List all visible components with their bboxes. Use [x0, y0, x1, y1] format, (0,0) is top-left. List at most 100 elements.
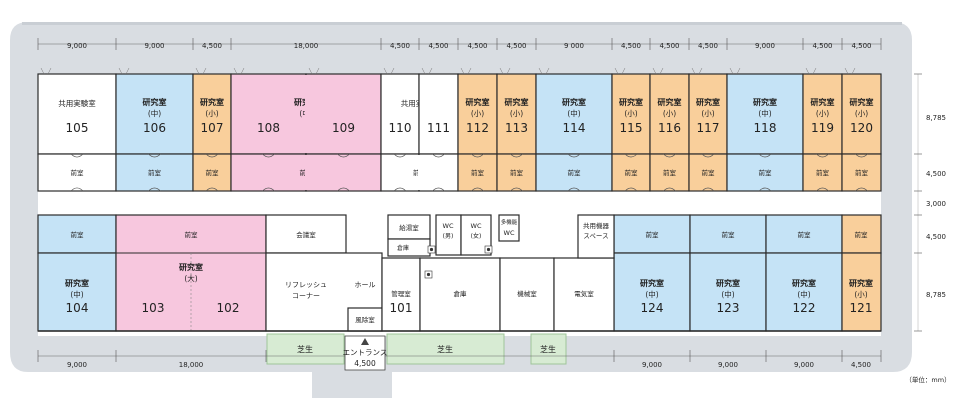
- anteroom-label: 前室: [798, 230, 812, 239]
- room-name: 研究室: [200, 97, 224, 107]
- room-name: 研究室: [658, 97, 682, 107]
- dimension-label: 9 000: [564, 42, 584, 50]
- room: [689, 252, 767, 332]
- room-name: 研究室: [640, 278, 664, 288]
- shared-equipment-label: 共用機器: [583, 221, 610, 230]
- anteroom: [802, 153, 843, 192]
- entrance-width: 4,500: [354, 359, 376, 368]
- lawn-label: 芝生: [540, 344, 556, 354]
- room-name: 研究室: [696, 97, 720, 107]
- room-number: 119: [811, 121, 834, 135]
- door-swing: [471, 153, 484, 158]
- room-number: 117: [697, 121, 720, 135]
- entrance-label: エントランス: [343, 348, 388, 357]
- kitchenette-label: 給湯室: [399, 223, 419, 232]
- anteroom: [305, 153, 382, 192]
- anteroom-label: 前室: [816, 168, 830, 177]
- room-size: (中): [758, 108, 771, 118]
- door-swing: [701, 153, 715, 158]
- dimension-label: 9,000: [718, 361, 738, 369]
- room-name: 研究室: [466, 97, 490, 107]
- anteroom-label: 前室: [855, 230, 869, 239]
- door-swing: [262, 153, 275, 158]
- window-mark: [805, 67, 817, 75]
- room-size: (中): [645, 289, 658, 299]
- window-mark: [233, 67, 245, 75]
- door-swing: [624, 187, 638, 192]
- room-number: 112: [466, 121, 489, 135]
- room: [230, 73, 307, 155]
- dimension-label: 4,500: [390, 42, 410, 50]
- room-name: 研究室: [850, 97, 874, 107]
- room-name: 研究室: [811, 97, 835, 107]
- anteroom: [418, 153, 459, 192]
- door-swing: [510, 187, 523, 192]
- room: [419, 257, 501, 332]
- refresh-corner-label: コーナー: [292, 292, 320, 300]
- wc-male-label: (男): [443, 233, 454, 240]
- dimension-label: 18,000: [179, 361, 204, 369]
- anteroom: [37, 153, 117, 192]
- room-number: 107: [201, 121, 224, 135]
- wc-male-label: WC: [443, 222, 454, 230]
- door-swing: [758, 187, 772, 192]
- door-swing: [337, 187, 350, 192]
- dimension-label: 8,785: [926, 114, 946, 122]
- room-size: (小): [510, 109, 523, 118]
- dimension-label: 4,500: [812, 42, 832, 50]
- room: [496, 73, 537, 155]
- wc-multi-label: 多機能: [501, 218, 518, 226]
- anteroom-label: 前室: [646, 230, 660, 239]
- dimension-label: 4,500: [851, 42, 871, 50]
- room-number: 109: [332, 121, 355, 135]
- anteroom-label: 前室: [510, 168, 524, 177]
- room: [577, 214, 615, 259]
- wind-room-label: 風除室: [355, 315, 375, 324]
- room-size: (大): [184, 273, 197, 283]
- room-name: 共用実験室: [58, 98, 96, 108]
- door-swing: [70, 153, 84, 158]
- window-mark: [195, 67, 207, 75]
- anteroom-label: 前室: [206, 168, 220, 177]
- window-mark: [460, 67, 472, 75]
- room: [387, 214, 431, 240]
- entrance-arrow-icon: [361, 338, 369, 345]
- room-number: 115: [620, 121, 643, 135]
- window-mark: [538, 67, 550, 75]
- window-mark: [844, 67, 856, 75]
- anteroom: [496, 153, 537, 192]
- room-number: 105: [66, 121, 89, 135]
- dimension-label: 18,000: [294, 42, 319, 50]
- room-number: 111: [427, 121, 450, 135]
- door-swing: [205, 153, 219, 158]
- anteroom-label: 前室: [625, 168, 639, 177]
- room-size: (中): [567, 108, 580, 118]
- band-top-edge: [22, 22, 902, 25]
- door-swing: [471, 187, 484, 192]
- window-mark: [729, 67, 741, 75]
- room-name: 研究室: [849, 278, 873, 288]
- room: [37, 73, 117, 155]
- anteroom-label: 前室: [759, 168, 773, 177]
- storage-label: 倉庫: [397, 244, 409, 252]
- room: [435, 214, 462, 256]
- storage-label: 倉庫: [454, 289, 468, 298]
- room: [553, 257, 615, 332]
- window-mark: [614, 67, 626, 75]
- room-name: 研究室: [143, 97, 167, 107]
- anteroom: [688, 153, 728, 192]
- room-number: 124: [641, 301, 664, 315]
- dimension-label: 4,500: [851, 361, 871, 369]
- anteroom-label: 前室: [148, 168, 162, 177]
- anteroom-label: 前室: [722, 230, 736, 239]
- door-swing: [262, 187, 275, 192]
- room: [611, 73, 651, 155]
- room-number: 113: [505, 121, 528, 135]
- accessible-icon: [426, 272, 431, 277]
- machine-room-label: 機械室: [517, 289, 537, 298]
- room-name: 研究室: [65, 278, 89, 288]
- door-swing: [337, 153, 350, 158]
- anteroom: [726, 153, 804, 192]
